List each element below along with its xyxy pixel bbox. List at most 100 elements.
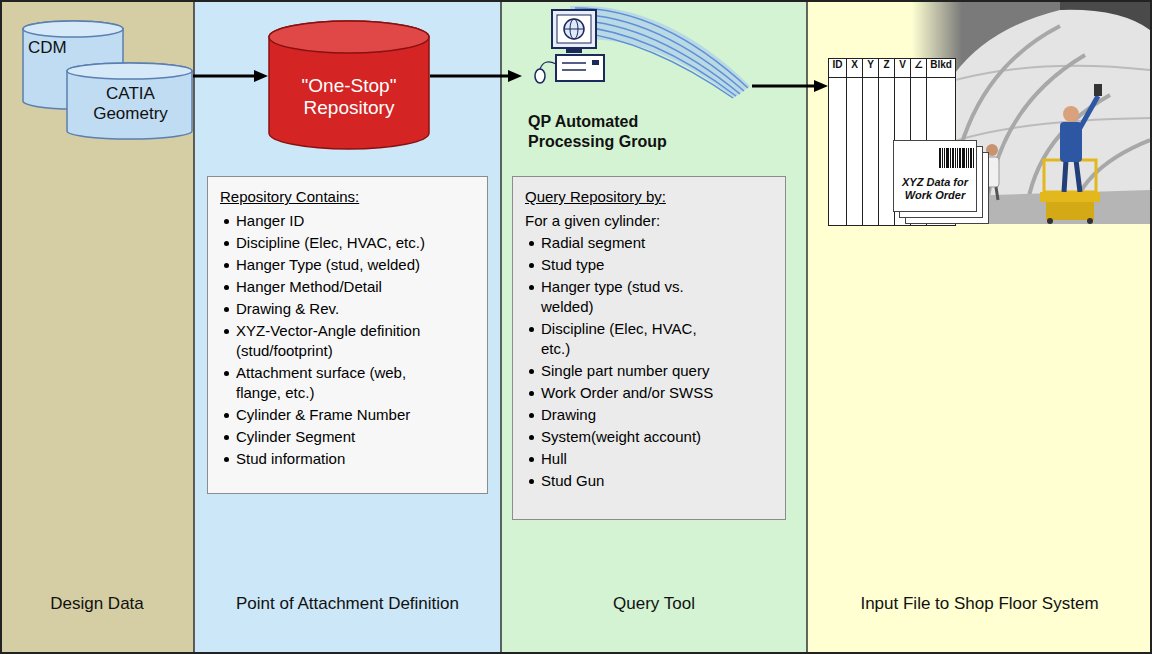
table-column: Z (879, 59, 895, 225)
band-ground (0, 0, 194, 654)
fuselage-photo (1040, 192, 1100, 202)
flow-arrow (430, 75, 515, 78)
list-item: Attachment surface (web, flange, etc.) (220, 363, 448, 403)
cylinder-label: "One-Stop" Repository (284, 75, 414, 119)
sheet-page (894, 141, 977, 212)
fuselage-photo (1087, 218, 1093, 224)
flow-arrow (193, 75, 261, 78)
list-item: Discipline (Elec, HVAC, etc.) (220, 233, 448, 253)
computer-icon (575, 32, 733, 98)
computer-icon (535, 69, 545, 83)
fuselage-photo (1063, 106, 1079, 122)
swimlane-band: Query Tool QP Automated Processing GroupQ… (501, 0, 807, 654)
computer-icon (540, 62, 556, 69)
computer-icon (575, 8, 748, 98)
list-item: Hull (525, 449, 723, 469)
band-label: Input File to Shop Floor System (815, 594, 1144, 614)
list-item: Radial segment (525, 233, 723, 253)
cylinder-label: CDM (28, 38, 120, 58)
band-label: Query Tool (509, 594, 799, 614)
list-item: Hanger type (stud vs. welded) (525, 277, 723, 317)
fuselage-photo (1047, 218, 1053, 224)
list-heading: Query Repository by: (525, 187, 773, 207)
barcode (973, 148, 974, 168)
fuselage-photo (1094, 84, 1102, 96)
column-header: V (895, 59, 910, 78)
cylinder-body (67, 63, 192, 139)
list-item: Drawing & Rev. (220, 299, 448, 319)
column-header: Blkd (927, 59, 955, 78)
sheet-caption: XYZ Data for Work Order (897, 176, 973, 202)
band-label: Design Data (8, 594, 186, 614)
station-label: QP Automated Processing Group (528, 112, 693, 152)
barcode (970, 148, 972, 168)
cylinder-top (269, 21, 429, 53)
band-ground (807, 0, 1152, 654)
computer-icon (557, 15, 591, 43)
band-divider (193, 0, 195, 654)
table-column: X (847, 59, 863, 225)
list-item: Discipline (Elec, HVAC, etc.) (525, 319, 723, 359)
fuselage-photo (1080, 96, 1098, 128)
list-item: Drawing (525, 405, 723, 425)
list-item: Hanger Type (stud, welded) (220, 255, 448, 275)
band-ground (501, 0, 807, 654)
cylinder-top (23, 21, 123, 37)
fuselage-photo (1064, 160, 1080, 192)
barcode (944, 148, 945, 168)
barcode (968, 148, 969, 168)
band-divider (500, 0, 502, 654)
fuselage-photo (1044, 160, 1096, 192)
work-order-sheet: XYZ Data for Work Order (893, 140, 977, 212)
band-ground (194, 0, 501, 654)
list-item: Work Order and/or SWSS (525, 383, 723, 403)
barcode (957, 148, 958, 168)
barcode (952, 148, 954, 168)
swimlane-band: Design Data CDM CATIA Geometry (0, 0, 194, 654)
computer-icon (564, 29, 584, 30)
column-header: ID (829, 59, 846, 78)
list-item: Stud type (525, 255, 723, 275)
column-header: ∠ (911, 59, 926, 78)
barcode (955, 148, 956, 168)
list-item: Hanger ID (220, 211, 448, 231)
column-header: Z (879, 59, 894, 78)
list-item: Single part number query (525, 361, 723, 381)
computer-icon (564, 19, 584, 39)
computer-icon (592, 60, 599, 65)
info-box: Repository Contains: Hanger IDDiscipline … (207, 176, 488, 494)
list-item: System(weight account) (525, 427, 723, 447)
list-item: Cylinder Segment (220, 427, 448, 447)
list-item: Hanger Method/Detail (220, 277, 448, 297)
info-box: Query Repository by: For a given cylinder… (512, 176, 786, 520)
table-column: ID (829, 59, 847, 225)
list-subheading: For a given cylinder: (525, 211, 773, 231)
list-heading: Repository Contains: (220, 187, 475, 207)
swimlane-band: Input File to Shop Floor System IDXYZV∠Bl… (807, 0, 1152, 654)
computer-icon (535, 6, 750, 98)
band-label: Point of Attachment Definition (202, 594, 493, 614)
fuselage-photo (1046, 202, 1094, 220)
barcode (939, 148, 941, 168)
computer-icon (562, 69, 586, 71)
barcode (959, 148, 961, 168)
column-header: Y (863, 59, 878, 78)
fuselage-photo (1060, 122, 1082, 162)
fuselage-photo (1060, 2, 1150, 30)
flow-arrow (752, 85, 821, 88)
list-item: XYZ-Vector-Angle definition (stud/footpr… (220, 321, 448, 361)
computer-icon (566, 48, 582, 53)
swimlane-band: Point of Attachment Definition "One-Stop"… (194, 0, 501, 654)
computer-icon (556, 55, 604, 81)
column-header: X (847, 59, 862, 78)
processing-station: QP Automated Processing Group (522, 6, 752, 156)
barcode (962, 148, 965, 168)
table-column: Y (863, 59, 879, 225)
computer-icon (562, 62, 586, 64)
cylinder-label: CATIA Geometry (74, 84, 187, 124)
barcode (946, 148, 949, 168)
